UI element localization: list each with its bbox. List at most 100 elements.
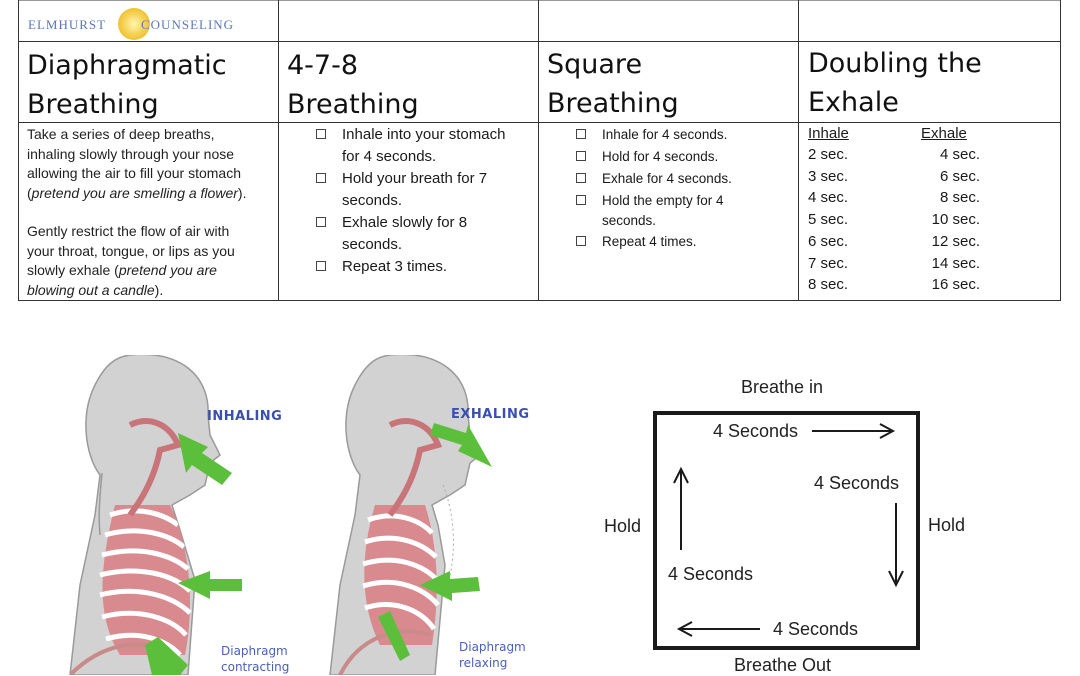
checkbox-icon (576, 151, 586, 161)
list-item: Inhale into your stomach for 4 seconds. (310, 124, 540, 168)
item-text: seconds. (342, 236, 403, 253)
list-item: Exhale slowly for 8 seconds. (310, 212, 540, 256)
ribs (362, 513, 440, 631)
text-span: slowly exhale ( (27, 262, 119, 278)
table-rule-2 (18, 122, 1061, 123)
header-line: Breathing (547, 88, 679, 119)
arrow-inhale-diaphragm-icon (145, 637, 188, 675)
text-span-italic: pretend you are (118, 262, 217, 278)
inhale-value: 5 sec. (808, 211, 849, 229)
table-col-rule-2 (538, 0, 539, 301)
table-top-rule (18, 0, 1061, 1)
list-item: Repeat 3 times. (310, 256, 540, 278)
checkbox-icon (316, 261, 326, 271)
list-item: Exhale for 4 seconds. (570, 168, 798, 190)
right-seconds-label: 4 Seconds (814, 473, 900, 493)
checkbox-icon (316, 173, 326, 183)
arrow-right-head-icon (879, 423, 896, 439)
text-span: ( (27, 184, 32, 201)
arrow-inhale-nose-icon (178, 433, 232, 485)
airflow-arrows (145, 423, 492, 675)
hold-right-label: Hold (928, 515, 966, 535)
ribs (99, 508, 192, 657)
inhale-value: 3 sec. (808, 167, 849, 185)
item-text: Exhale slowly for 8 (342, 214, 468, 231)
text-span: ). (237, 184, 247, 201)
header-line: Breathing (27, 89, 159, 120)
lungs-shape (102, 505, 190, 655)
list-item: Hold your breath for 7 seconds. (310, 168, 540, 212)
exhale-value: 8 sec. (939, 189, 980, 207)
top-seconds-label: 4 Seconds (713, 421, 799, 441)
diaphragm-contracting-label: Diaphragm contracting (221, 643, 289, 675)
header-478: 4-7-8 Breathing (287, 46, 535, 124)
square-diagram-graphic (653, 411, 920, 650)
label-line: relaxing (459, 656, 508, 670)
item-text: seconds. (342, 192, 403, 209)
table-rule-1 (18, 41, 1061, 42)
text-line: Gently restrict the flow of air with (27, 223, 230, 239)
checkbox-icon (316, 129, 326, 139)
header-line: Breathing (287, 89, 419, 120)
item-text: Inhale for 4 seconds. (602, 127, 728, 142)
item-text: seconds. (602, 213, 657, 228)
list-item: Hold for 4 seconds. (570, 146, 798, 168)
direction-arrows (673, 423, 904, 637)
header-line: Square (547, 49, 643, 80)
left-seconds-label: 4 Seconds (668, 564, 754, 584)
arrow-up-head-icon (673, 466, 689, 484)
exhale-value: 16 sec. (931, 276, 980, 294)
header-line: Doubling the (808, 48, 982, 79)
label-line: Diaphragm (459, 640, 526, 654)
label-line: contracting (221, 660, 290, 674)
arrow-down-head-icon (888, 570, 904, 588)
text-line: blowing out a candle). (27, 281, 277, 301)
body-exhaling (329, 355, 481, 675)
arrow-inhale-chest-icon (178, 571, 242, 599)
respiration-illustration (69, 355, 492, 675)
item-text: Hold the empty for 4 (602, 193, 724, 208)
header-line: Exhale (808, 87, 899, 118)
diaphragm-line (338, 629, 431, 675)
inhale-value: 7 sec. (808, 254, 849, 272)
square-box (653, 411, 920, 650)
text-line: slowly exhale (pretend you are (27, 261, 277, 281)
elmhurst-counseling-logo: ELMHURST COUNSELING (28, 6, 268, 40)
checkbox-icon (576, 195, 586, 205)
breathe-in-label: Breathe in (741, 377, 824, 397)
sun-icon (118, 8, 150, 40)
hold-left-label: Hold (604, 516, 642, 536)
list-item: Hold the empty for 4 seconds. (570, 190, 798, 231)
item-text: Repeat 3 times. (342, 258, 448, 275)
logo-word-1: ELMHURST (28, 17, 107, 32)
inhaling-label: INHALING (207, 409, 283, 424)
header-line: 4-7-8 (287, 50, 359, 81)
doubling-table: Inhale Exhale 2 sec.4 sec.3 sec.6 sec.4 … (808, 124, 1058, 300)
text-line: Take a series of deep breaths, (27, 126, 215, 142)
text-span-italic: pretend you are smelling a flower (31, 184, 238, 201)
checkbox-icon (576, 129, 586, 139)
table-col-rule-1 (278, 0, 279, 301)
checkbox-icon (576, 236, 586, 246)
header-doubling: Doubling the Exhale (808, 44, 1056, 122)
diaphragm-relaxing-label: Diaphragm relaxing (459, 639, 526, 671)
exhale-value: 12 sec. (931, 232, 980, 250)
airway (387, 418, 443, 517)
inhale-value: 2 sec. (808, 146, 849, 163)
inhale-value: 4 sec. (808, 189, 849, 207)
logo-word-2: COUNSELING (141, 17, 235, 32)
item-text: Inhale into your stomach (342, 126, 506, 143)
inhale-value: 6 sec. (808, 232, 849, 250)
table-bottom-rule (18, 300, 1061, 301)
checkbox-icon (576, 173, 586, 183)
table-col-rule-3 (798, 0, 799, 301)
item-text: for 4 seconds. (342, 148, 437, 165)
text-line: (pretend you are smelling a flower). (27, 184, 277, 204)
text-line: inhaling slowly through your nose (27, 145, 235, 162)
table-left-rule (18, 0, 19, 301)
airway (127, 418, 183, 517)
label-line: Diaphragm (221, 644, 288, 658)
item-text: Hold your breath for 7 (342, 170, 488, 187)
item-text: Repeat 4 times. (602, 234, 697, 249)
list-item: Repeat 4 times. (570, 231, 798, 253)
